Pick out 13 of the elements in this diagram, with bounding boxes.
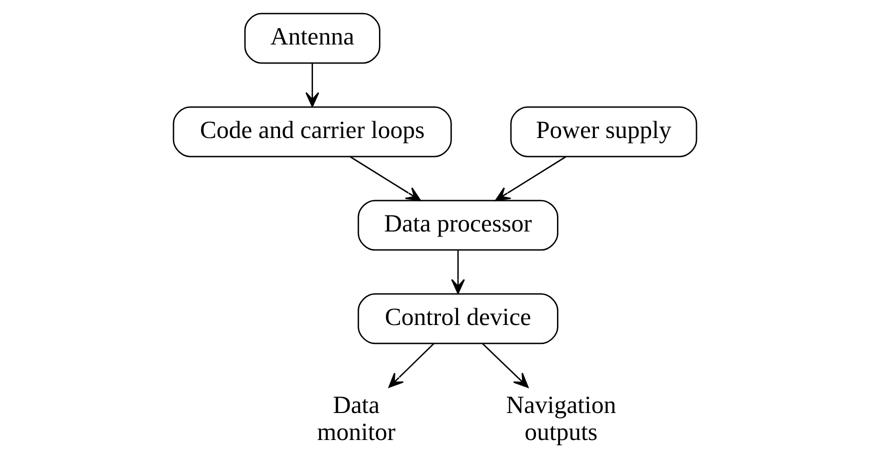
node-box: Antenna (244, 12, 380, 64)
node-box: Power supply (510, 106, 698, 158)
node-text: Data monitor (317, 392, 396, 446)
arrow (495, 156, 566, 202)
arrow (482, 343, 529, 388)
node-box: Code and carrier loops (172, 106, 452, 158)
arrow (388, 343, 434, 388)
node-text: Navigation outputs (506, 392, 616, 446)
arrow (350, 156, 421, 202)
arrow (451, 250, 465, 294)
node-box: Control device (358, 293, 558, 344)
arrow (305, 64, 320, 108)
node-box: Data processor (358, 200, 558, 251)
